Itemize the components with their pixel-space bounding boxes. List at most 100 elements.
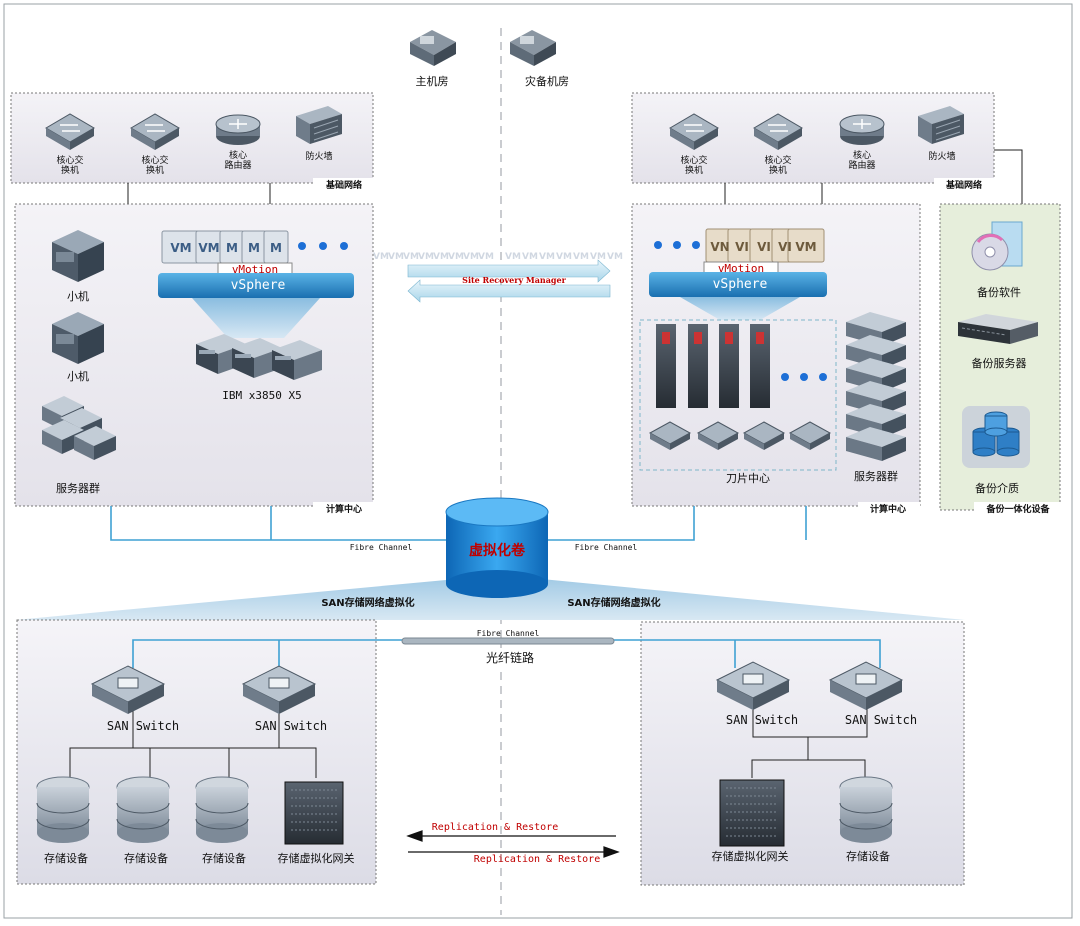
vsphere-label: vSphere	[231, 278, 286, 293]
rack-server-icon	[196, 334, 322, 380]
fiber-link-cable	[401, 637, 615, 645]
backup-panel: 备份一体化设备 备份软件 备份服务器 备份介质	[939, 203, 1062, 515]
vsphere-label: vSphere	[713, 277, 768, 292]
vsphere-projection	[192, 298, 320, 338]
left-network-panel: 基础网络 核心交换机 核心交换机 核心路由器 防火墙	[10, 92, 375, 191]
fibre-channel-label: Fibre Channel	[350, 543, 413, 552]
vm-stream-label: VM	[539, 252, 555, 262]
vmotion-label: vMotion	[232, 263, 278, 276]
core-switch-icon	[753, 113, 803, 150]
building-icon	[510, 30, 556, 66]
server-group-icon	[42, 396, 116, 460]
fibre-connectors	[110, 506, 807, 541]
vm-label: VM	[198, 241, 219, 255]
san-virtualization-label: SAN存储网络虚拟化	[567, 596, 660, 609]
storage-device-label: 存储设备	[202, 851, 246, 865]
network-device-label: 核心交换机	[680, 154, 707, 176]
vsphere-bar	[158, 273, 354, 298]
san-switch-label: SAN Switch	[255, 719, 327, 733]
srm-label: Site Recovery Manager	[462, 275, 566, 285]
backup-media-icon	[962, 406, 1030, 468]
network-device-label: 核心路由器	[848, 149, 875, 171]
vm-label: M	[248, 241, 260, 255]
storage-device-label: 存储设备	[846, 849, 890, 863]
backup-server-icon	[958, 314, 1038, 344]
right-network-panel: 基础网络 核心交换机 核心交换机 核心路由器 防火墙	[631, 92, 996, 191]
fiber-link-tag	[470, 648, 550, 666]
vm-stream-label: VM	[573, 252, 589, 262]
vm-stack: VM VM M M M	[161, 230, 289, 264]
minicomputer-label: 小机	[67, 369, 89, 383]
core-switch-icon	[130, 113, 180, 150]
vm-label: M	[226, 241, 238, 255]
network-device-label: 核心交换机	[764, 154, 791, 176]
vm-stream-label: VM	[607, 252, 623, 262]
minicomputer-icon	[52, 312, 104, 364]
more-dots-icon	[298, 242, 348, 250]
server-group-icon	[846, 312, 906, 461]
vm-stream-label: VM	[373, 252, 389, 262]
blade-center-label: 刀片中心	[726, 472, 770, 485]
san-switch-icon	[90, 665, 166, 714]
san-switch-label: SAN Switch	[845, 713, 917, 727]
network-device-label: 防火墙	[928, 150, 955, 162]
storage-device-label: 存储设备	[44, 851, 88, 865]
left-compute-panel: 计算中心 小机 小机 服务器群	[14, 203, 375, 515]
left-network-tag: 基础网络	[325, 179, 362, 191]
minicomputer-label: 小机	[67, 289, 89, 303]
storage-gateway-label: 存储虚拟化网关	[278, 851, 355, 865]
right-network-tag: 基础网络	[945, 179, 982, 191]
san-switch-label: SAN Switch	[107, 719, 179, 733]
vm-stream-label: VM	[403, 252, 419, 262]
vm-stream-label: VM	[505, 252, 521, 262]
network-device-label: 核心交换机	[56, 154, 83, 176]
san-switch-label: SAN Switch	[726, 713, 798, 727]
storage-device-icon	[839, 776, 893, 843]
blade-center-box	[639, 319, 837, 471]
vm-stream-label: VM	[590, 252, 606, 262]
firewall-icon	[296, 106, 342, 144]
blade-server-icon	[656, 324, 770, 408]
backup-media-label: 备份介质	[975, 481, 1019, 495]
replication-label: Replication & Restore	[474, 854, 600, 865]
storage-gateway-label: 存储虚拟化网关	[712, 849, 789, 863]
backup-software-label: 备份软件	[977, 285, 1021, 299]
backup-software-icon	[971, 221, 1023, 271]
core-switch-icon	[45, 113, 95, 150]
virtual-volume-icon	[445, 497, 549, 598]
vm-label: M	[270, 241, 282, 255]
outer-frame	[3, 3, 1073, 919]
virtual-volume-label: 虚拟化卷	[469, 542, 526, 559]
firewall-icon	[918, 106, 964, 144]
minicomputer-icon	[52, 230, 104, 282]
vm-label: VI	[757, 240, 771, 254]
storage-gateway-icon	[284, 781, 344, 845]
fibre-channel-label: Fibre Channel	[477, 629, 540, 638]
primary-site-label: 主机房	[416, 74, 449, 88]
vsphere-bar	[649, 272, 827, 297]
san-switch-icon	[828, 661, 904, 710]
replication-label: Replication & Restore	[432, 822, 558, 833]
blade-switch-icon	[648, 421, 832, 450]
vm-label: VN	[710, 240, 729, 254]
vm-stream-label: VM	[556, 252, 572, 262]
more-dots-icon	[654, 241, 700, 249]
backup-site-label: 灾备机房	[525, 74, 569, 88]
network-device-label: 核心路由器	[224, 149, 251, 171]
server-model-label: IBM x3850 X5	[222, 389, 301, 402]
san-switch-icon	[715, 661, 791, 710]
san-switch-icon	[241, 665, 317, 714]
vm-stream-label: VM	[478, 252, 494, 262]
right-compute-tag: 计算中心	[870, 503, 906, 515]
storage-device-label: 存储设备	[124, 851, 168, 865]
backup-tag: 备份一体化设备	[985, 503, 1050, 515]
vm-stream-label: VM	[388, 252, 404, 262]
vm-stream-label: VM	[418, 252, 434, 262]
network-device-label: 核心交换机	[141, 154, 168, 176]
left-compute-tag: 计算中心	[326, 503, 362, 515]
connector-line	[994, 149, 1023, 204]
backup-server-label: 备份服务器	[972, 356, 1027, 370]
